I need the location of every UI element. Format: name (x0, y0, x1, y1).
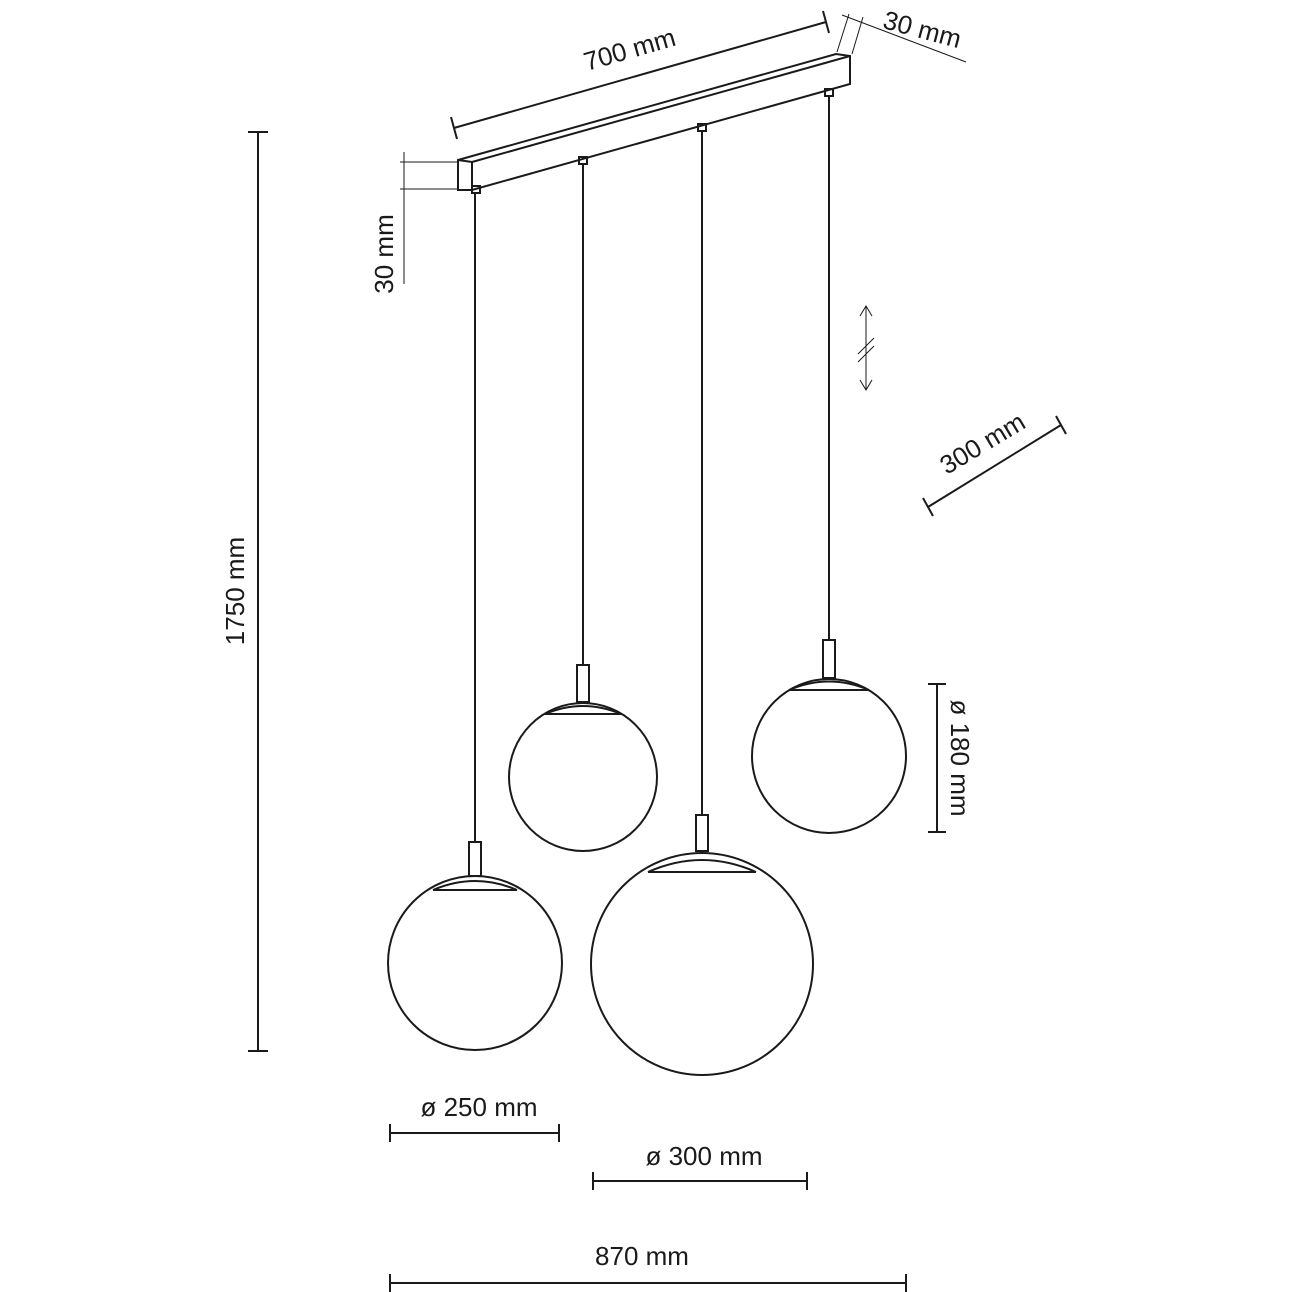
dimension-small-globe: ø 180 mm (928, 683, 975, 833)
cable-adjust-label: 300 mm (934, 406, 1030, 480)
large-globe-dia-label: ø 300 mm (645, 1141, 762, 1171)
dimension-rail-length: 700 mm (450, 10, 830, 140)
ceiling-rail (457, 52, 851, 194)
cable-adjust-symbol (857, 305, 875, 391)
total-height-label: 1750 mm (220, 537, 250, 645)
suspension-cables (474, 96, 830, 842)
dimension-rail-height: 30 mm (369, 152, 458, 294)
left-globe-dia-label: ø 250 mm (420, 1092, 537, 1122)
dimension-large-globe: ø 300 mm (592, 1141, 808, 1190)
dimension-rail-depth: 30 mm (836, 5, 967, 63)
small-globe-dia-label: ø 180 mm (945, 699, 975, 816)
globe-middle (508, 664, 658, 852)
dimension-left-globe: ø 250 mm (389, 1092, 560, 1142)
globe-left (387, 841, 563, 1051)
globe-right (751, 639, 907, 834)
dimension-total-height: 1750 mm (220, 131, 268, 1052)
dimension-total-width: 870 mm (389, 1241, 907, 1292)
rail-height-label: 30 mm (369, 214, 399, 293)
globe-large (590, 814, 814, 1076)
dimension-cable-adjust: 300 mm (922, 406, 1067, 517)
total-width-label: 870 mm (595, 1241, 689, 1271)
rail-depth-label: 30 mm (880, 5, 965, 55)
